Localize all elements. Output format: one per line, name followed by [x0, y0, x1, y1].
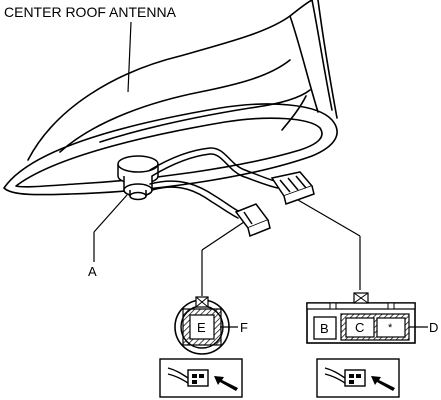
callout-f: F	[240, 320, 248, 335]
plug-direction-icon-right	[316, 358, 400, 398]
antenna-grommet	[117, 155, 159, 201]
callout-d-leader-1	[297, 199, 361, 237]
rect-connector-latch	[353, 292, 369, 304]
diagram-title: CENTER ROOF ANTENNA	[4, 4, 177, 20]
terminal-e: E	[197, 320, 206, 335]
callout-d: D	[429, 320, 438, 335]
terminal-b: B	[320, 321, 329, 336]
terminal-c: C	[355, 320, 364, 335]
antenna-cables	[149, 147, 279, 219]
rect-connector-face	[306, 292, 416, 344]
round-connector-latch	[195, 296, 209, 308]
callout-f-leader-1	[201, 221, 245, 251]
callout-a: A	[88, 264, 97, 279]
title-leader	[127, 21, 132, 93]
antenna-body	[3, 0, 338, 196]
cable-connector-f	[234, 203, 271, 238]
plug-direction-icon-left	[159, 358, 243, 398]
terminal-star: *	[388, 322, 393, 334]
callout-a-leader	[93, 194, 128, 233]
round-connector-face	[174, 296, 230, 355]
cable-connector-d	[270, 171, 315, 205]
